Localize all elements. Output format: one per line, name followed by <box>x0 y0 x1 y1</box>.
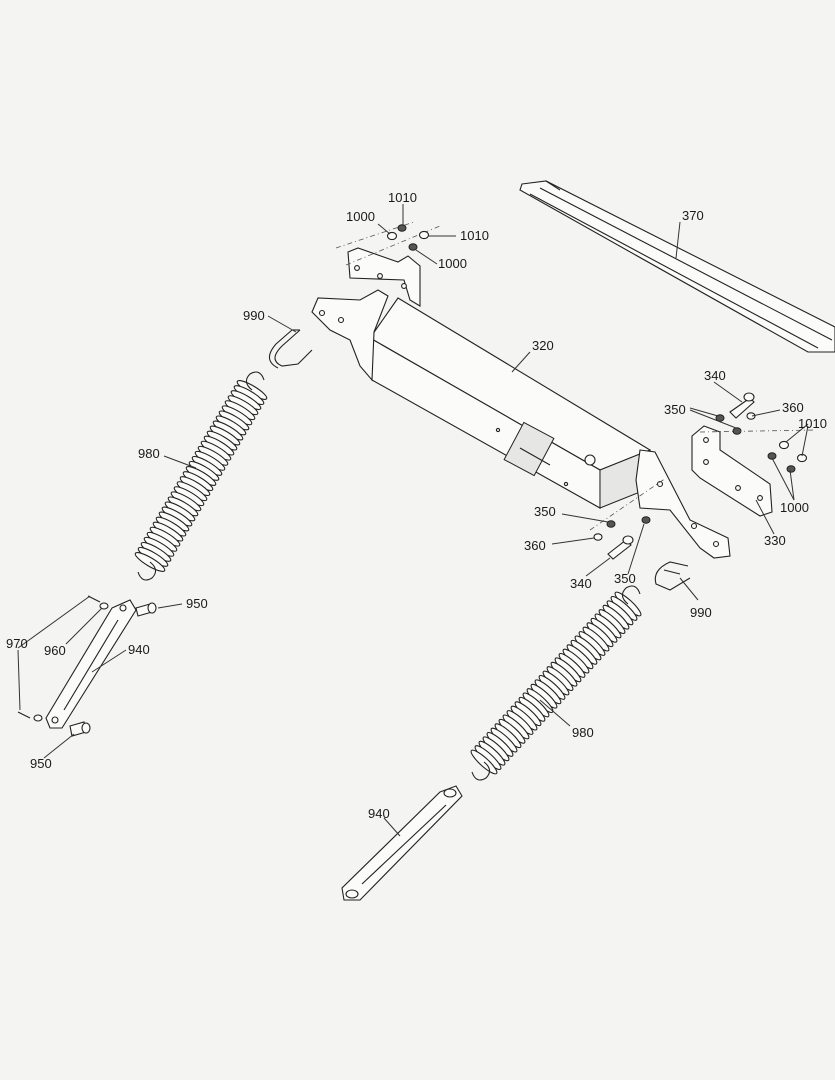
part-330-side-plate <box>691 425 773 517</box>
callout-350-top: 350 <box>664 402 686 417</box>
part-940-link-left <box>45 599 137 729</box>
part-940-link-bottom <box>341 785 463 901</box>
part-980-spring-right <box>470 585 642 781</box>
callout-350-mid: 350 <box>534 504 556 519</box>
callout-990-right: 990 <box>690 605 712 620</box>
callout-360-right: 360 <box>782 400 804 415</box>
callout-1000-c: 1000 <box>780 500 809 515</box>
callout-370: 370 <box>682 208 704 223</box>
part-980-spring-left <box>134 371 268 581</box>
part-950-pin-top <box>135 602 157 617</box>
callout-1010-c: 1010 <box>798 416 827 431</box>
callout-950-bottom: 950 <box>30 756 52 771</box>
callout-1010-b: 1010 <box>460 228 489 243</box>
part-970-cotter-pin <box>17 595 101 719</box>
spring-hook <box>621 585 641 605</box>
callout-340-bottom: 340 <box>570 576 592 591</box>
part-950-pin-bottom <box>69 721 91 737</box>
part-320-main-tube <box>369 297 652 509</box>
callout-1010-a: 1010 <box>388 190 417 205</box>
part-960-washer <box>33 602 109 722</box>
spring-hook <box>137 561 157 581</box>
callout-1000-b: 1000 <box>438 256 467 271</box>
callout-320: 320 <box>532 338 554 353</box>
callout-970: 970 <box>6 636 28 651</box>
left-mount-plate <box>311 289 389 382</box>
callout-330: 330 <box>764 533 786 548</box>
callout-980-left: 980 <box>138 446 160 461</box>
part-370-blade <box>519 180 835 353</box>
callout-labels: 1010 1000 1010 1000 370 320 990 340 350 … <box>6 190 827 821</box>
callout-960: 960 <box>44 643 66 658</box>
callout-940-bottom: 940 <box>368 806 390 821</box>
spring-hook <box>245 371 265 391</box>
right-hardware <box>699 392 817 473</box>
callout-340-top: 340 <box>704 368 726 383</box>
upper-bracket-plate <box>347 247 421 307</box>
callout-1000-a: 1000 <box>346 209 375 224</box>
leader-lines <box>17 204 809 837</box>
part-990-u-bolt-right <box>654 561 691 591</box>
right-mount-plate <box>635 449 731 559</box>
callout-350-bottom: 350 <box>614 571 636 586</box>
upper-left-hardware <box>335 221 441 266</box>
callout-950-top: 950 <box>186 596 208 611</box>
spring-hook <box>471 761 491 781</box>
callout-360-left: 360 <box>524 538 546 553</box>
callout-990-left: 990 <box>243 308 265 323</box>
part-990-u-bolt-left <box>268 329 313 369</box>
callout-940-left: 940 <box>128 642 150 657</box>
callout-980-right: 980 <box>572 725 594 740</box>
